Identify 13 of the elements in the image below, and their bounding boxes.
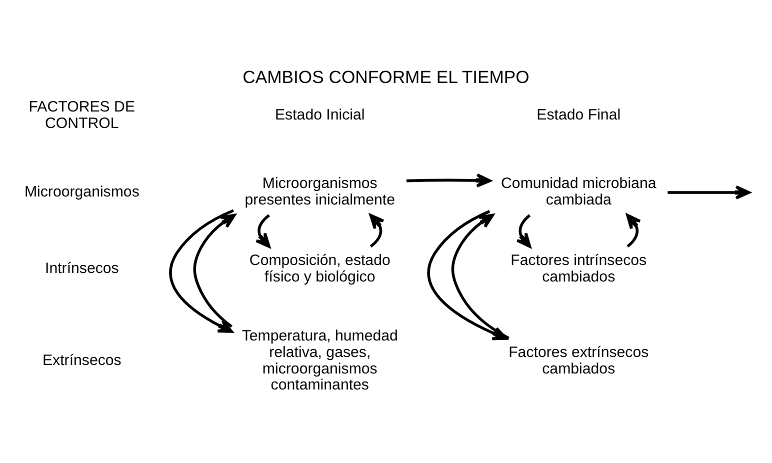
node-text: Composición, estado físico y biológico bbox=[249, 252, 390, 286]
label: Estado Final bbox=[536, 106, 621, 124]
label: Extrínsecos bbox=[42, 352, 122, 370]
diagram-title: CAMBIOS CONFORME EL TIEMPO bbox=[242, 67, 530, 88]
label: FACTORES DE CONTROL bbox=[28, 98, 136, 132]
label: Estado Inicial bbox=[275, 106, 365, 124]
node-text: Factores intrínsecos cambiados bbox=[510, 252, 647, 286]
label: Intrínsecos bbox=[45, 260, 119, 278]
node-text: Microorganismos presentes inicialmente bbox=[244, 175, 395, 209]
node-text: Factores extrínsecos cambiados bbox=[508, 344, 649, 378]
node-text: Temperatura, humedad relativa, gases, microorganismos contaminantes bbox=[242, 328, 398, 394]
label: Microorganismos bbox=[24, 183, 140, 200]
node-text: Comunidad microbiana cambiada bbox=[501, 175, 656, 209]
